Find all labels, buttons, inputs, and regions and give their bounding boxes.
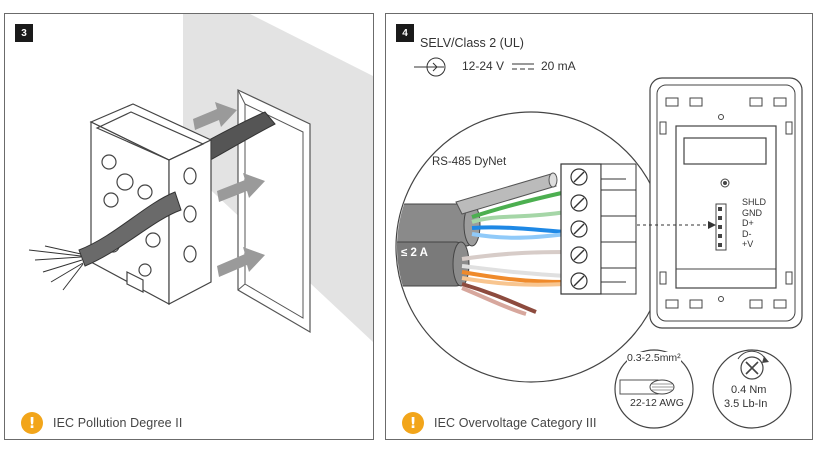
step-3-panel: 3 bbox=[4, 13, 374, 440]
pollution-warning: ! IEC Pollution Degree II bbox=[21, 412, 182, 434]
insertion-arrows bbox=[193, 102, 265, 277]
junction-box bbox=[89, 103, 213, 306]
wall-opening bbox=[237, 89, 311, 334]
terminal-label: +V bbox=[742, 239, 754, 249]
wire-size-metric-label: 0.3-2.5mm² bbox=[627, 352, 681, 364]
overvoltage-warning-text: IEC Overvoltage Category III bbox=[434, 416, 597, 430]
exclamation-icon: ! bbox=[402, 412, 424, 434]
terminal-label: SHLD bbox=[742, 197, 767, 207]
terminal-label: D+ bbox=[742, 218, 754, 228]
magnified-wiring bbox=[397, 163, 637, 316]
torque-nm-label: 0.4 Nm bbox=[731, 384, 767, 396]
terminal-label: D- bbox=[742, 228, 752, 239]
dc-symbol-icon bbox=[512, 63, 534, 70]
wiring-illustration bbox=[395, 57, 803, 429]
step-4-panel: 4 SELV/Class 2 (UL) 12-24 V 20 mA bbox=[385, 13, 813, 440]
overvoltage-warning: ! IEC Overvoltage Category III bbox=[402, 412, 597, 434]
current-limit-label: ≤ 2 A bbox=[401, 247, 428, 259]
arrow-icon bbox=[193, 102, 237, 130]
arrow-icon bbox=[217, 173, 265, 202]
junction-box-illustration bbox=[28, 14, 373, 342]
connector-callout bbox=[637, 221, 716, 229]
frayed-wires bbox=[28, 245, 84, 291]
terminal-label: GND bbox=[742, 207, 762, 218]
power-input-icon bbox=[414, 57, 446, 77]
terminal-labels: SHLD GND D+ D- +V bbox=[742, 197, 766, 250]
wall-plate-device bbox=[649, 77, 803, 329]
cable-lower bbox=[78, 191, 182, 267]
voltage-label: 12-24 V bbox=[462, 59, 505, 73]
pollution-warning-text: IEC Pollution Degree II bbox=[53, 416, 183, 430]
step-number-badge: 3 bbox=[15, 24, 33, 42]
supply-class-label: SELV/Class 2 (UL) bbox=[420, 36, 524, 50]
torque-lbin-label: 3.5 Lb-In bbox=[724, 398, 768, 410]
step-number-badge: 4 bbox=[396, 24, 414, 42]
wire-size-awg-label: 22-12 AWG bbox=[630, 397, 684, 409]
torque-badge bbox=[712, 349, 792, 429]
exclamation-icon: ! bbox=[21, 412, 43, 434]
arrow-icon bbox=[217, 247, 265, 277]
rs485-cable-label: RS-485 DyNet bbox=[432, 156, 507, 168]
current-label: 20 mA bbox=[541, 59, 576, 73]
